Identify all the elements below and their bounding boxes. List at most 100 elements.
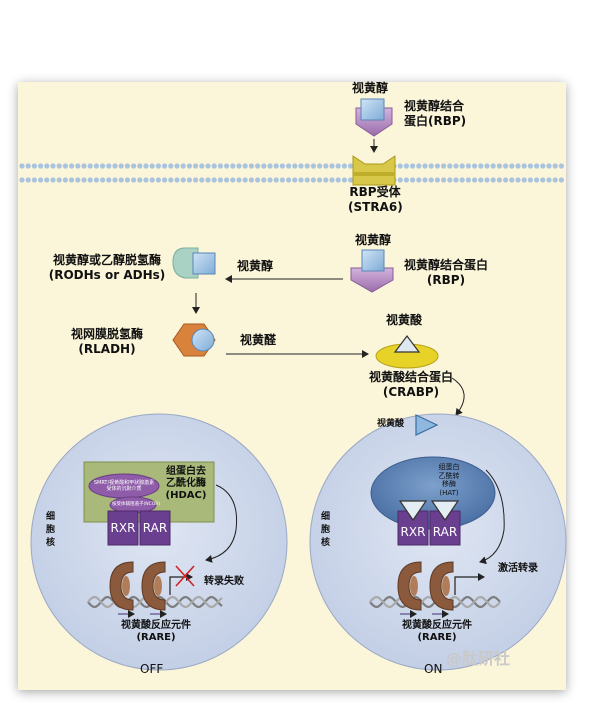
hdac-label-line3: (HDAC) — [165, 490, 207, 501]
rodh-enzyme — [172, 247, 216, 279]
off-label: OFF — [140, 662, 164, 676]
lipid-head — [310, 163, 316, 169]
nucleus-label-left: 细 胞 核 — [46, 512, 56, 548]
lipid-head — [137, 177, 143, 183]
stra6-receptor — [352, 155, 396, 186]
lipid-head — [93, 177, 99, 183]
binding-subunit — [141, 561, 166, 611]
hat-label: 组蛋白 乙酰转 移酶 (HAT) — [432, 463, 466, 497]
lipid-head — [118, 163, 124, 169]
lipid-head — [149, 163, 155, 169]
lipid-head — [317, 163, 323, 169]
lipid-head — [273, 163, 279, 169]
lipid-head — [124, 177, 130, 183]
lipid-head — [19, 177, 25, 183]
lipid-head — [87, 163, 93, 169]
binding-subunit-highlight — [442, 576, 450, 596]
lipid-head — [428, 177, 434, 183]
lipid-head — [38, 177, 44, 183]
hat-label-line3: 移酶 — [442, 480, 456, 488]
cell-membrane — [19, 163, 565, 183]
arrow-hdac-loop — [205, 484, 238, 563]
lipid-head — [534, 177, 540, 183]
lipid-head — [323, 163, 329, 169]
rbp-label-mid-line1: 视黄醇结合蛋白 — [404, 258, 489, 272]
lipid-head — [106, 163, 112, 169]
lipid-head — [515, 177, 521, 183]
dna-binding-subunits-on — [397, 561, 454, 611]
on-label: ON — [424, 662, 443, 676]
lipid-head — [558, 177, 565, 183]
dna-binding-subunits-off — [109, 561, 166, 611]
lipid-head — [19, 163, 25, 169]
rxr-rar-off — [107, 510, 171, 546]
lipid-head — [248, 177, 254, 183]
lipid-head — [25, 163, 31, 169]
lipid-head — [410, 163, 416, 169]
lipid-head — [56, 163, 62, 169]
stra6-label-line2: (STRA6) — [348, 200, 403, 214]
lipid-head — [106, 177, 112, 183]
lipid-head — [465, 177, 471, 183]
lipid-head — [304, 177, 310, 183]
lipid-head — [527, 177, 534, 183]
lipid-head — [348, 177, 354, 183]
lipid-head — [279, 163, 285, 169]
lipid-head — [44, 163, 50, 169]
lipid-head — [62, 177, 68, 183]
lipid-head — [329, 177, 335, 183]
lipid-head — [292, 177, 298, 183]
lipid-head — [496, 163, 502, 169]
lipid-head — [174, 163, 180, 169]
lipid-head — [217, 163, 223, 169]
lipid-head — [69, 163, 75, 169]
lipid-head — [552, 163, 558, 169]
lipid-head — [447, 177, 453, 183]
lipid-head — [131, 163, 137, 169]
hdac-label: 组蛋白去 乙酰化酶 (HDAC) — [160, 466, 212, 502]
lipid-head — [186, 163, 192, 169]
lipid-head — [168, 163, 174, 169]
lipid-head — [118, 177, 124, 183]
rare-label-off: 视黄酸反应元件 (RARE) — [114, 620, 198, 644]
lipid-head — [180, 163, 186, 169]
lipid-head — [558, 163, 565, 169]
lipid-head — [478, 177, 484, 183]
lipid-head — [155, 163, 161, 169]
lipid-head — [478, 163, 484, 169]
smrt-label-text: SMRT/视黄酸和甲状腺激素受体的沉默介质 — [93, 480, 155, 492]
rladh-label: 视网膜脱氢酶 (RLADH) — [64, 327, 150, 357]
lipid-head — [211, 177, 217, 183]
lipid-head — [459, 163, 465, 169]
lipid-head — [286, 177, 292, 183]
lipid-head — [31, 177, 37, 183]
lipid-head — [527, 163, 534, 169]
lipid-head — [267, 163, 273, 169]
stra6-label-line1: RBP受体 — [349, 185, 401, 199]
lipid-head — [112, 163, 118, 169]
lipid-head — [31, 163, 37, 169]
lipid-head — [131, 177, 137, 183]
rbp-retinol-complex-top — [355, 98, 393, 137]
ra-label-on: 视黄酸 — [377, 419, 405, 429]
lipid-head — [403, 163, 409, 169]
lipid-head — [205, 177, 211, 183]
lipid-head — [484, 177, 490, 183]
hat-label-line2: 乙酰转 — [438, 471, 460, 480]
lipid-head — [348, 163, 354, 169]
lipid-head — [546, 177, 552, 183]
lipid-head — [540, 163, 546, 169]
rare-on-line2: (RARE) — [417, 632, 457, 643]
binding-subunit — [397, 561, 422, 611]
lipid-head — [472, 163, 478, 169]
lipid-head — [168, 177, 174, 183]
rare-off-line1: 视黄酸反应元件 — [121, 620, 191, 631]
retinal-arrow-label: 视黄醛 — [240, 333, 277, 347]
red-cross-icon — [175, 565, 195, 587]
lipid-head — [124, 163, 130, 169]
lipid-head — [534, 163, 540, 169]
lipid-head — [441, 163, 447, 169]
lipid-head — [143, 163, 149, 169]
lipid-head — [87, 177, 93, 183]
